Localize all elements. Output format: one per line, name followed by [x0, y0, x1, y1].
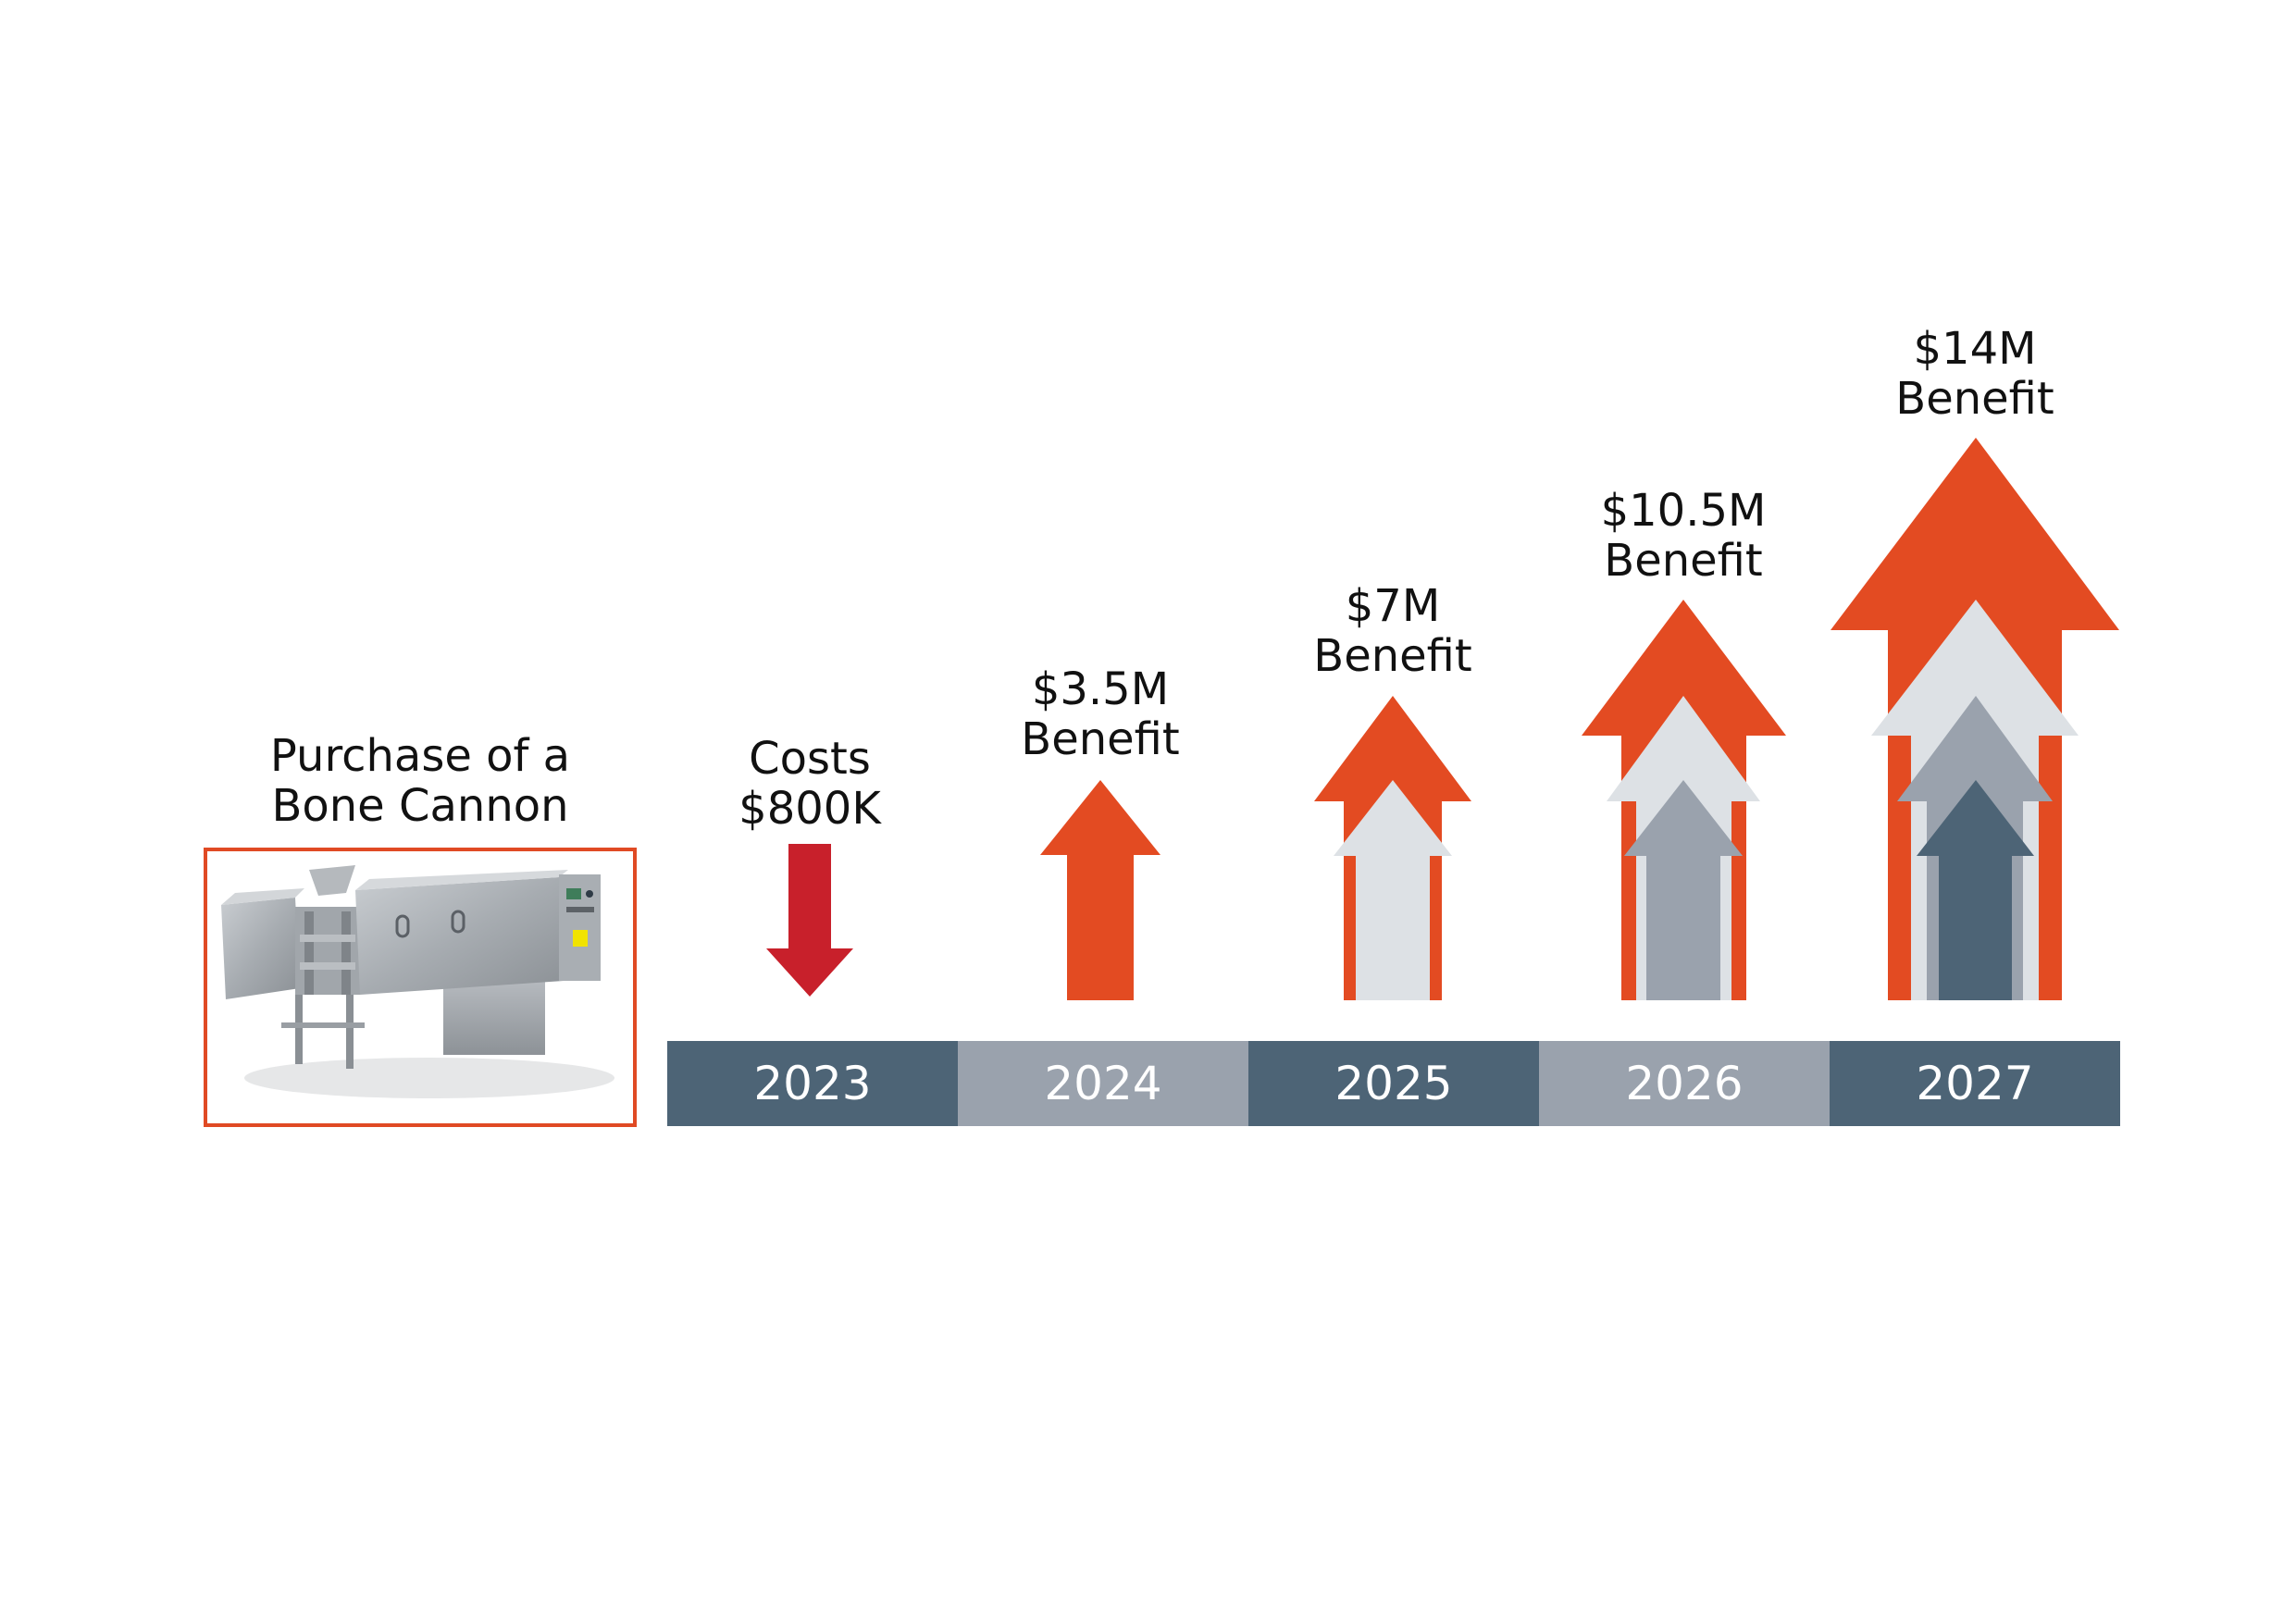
label-2024-line2: Benefit [1021, 713, 1180, 765]
year-bar-2023: 2023 [667, 1041, 958, 1126]
label-2026-line1: $10.5M [1600, 485, 1767, 537]
year-label-2026: 2026 [1625, 1057, 1744, 1110]
label-2025-line1: $7M [1345, 580, 1441, 632]
label-2024-line1: $3.5M [1031, 663, 1170, 715]
bone-cannon-machine-icon [221, 865, 614, 1098]
year-bar-2027: 2027 [1830, 1041, 2120, 1126]
benefit-arrow-2024-orange [1040, 780, 1160, 1000]
benefit-arrow-2027-darkslate [1917, 780, 2034, 1000]
label-2024: $3.5M Benefit [1021, 664, 1179, 764]
label-2025: $7M Benefit [1313, 581, 1471, 681]
label-2025-line2: Benefit [1313, 630, 1472, 682]
year-bar-2026: 2026 [1539, 1041, 1830, 1126]
label-2023-line1: Costs [749, 733, 871, 785]
label-2027-line2: Benefit [1895, 373, 2054, 425]
year-label-2027: 2027 [1916, 1057, 2034, 1110]
purchase-label-line2: Bone Cannon [271, 780, 569, 832]
label-2027-line1: $14M [1913, 323, 2037, 375]
year-bar-2025: 2025 [1248, 1041, 1539, 1126]
year-label-2023: 2023 [753, 1057, 872, 1110]
benefit-arrow-2025-lightgray [1334, 780, 1452, 1000]
label-2026: $10.5M Benefit [1601, 486, 1767, 586]
year-label-2024: 2024 [1044, 1057, 1162, 1110]
label-2027: $14M Benefit [1895, 324, 2054, 424]
year-bar-2024: 2024 [958, 1041, 1248, 1126]
purchase-label-line1: Purchase of a [269, 730, 571, 782]
cost-arrow-down [766, 844, 853, 997]
label-2023-line2: $800K [738, 783, 881, 835]
label-2023: Costs $800K [738, 734, 881, 834]
bone-cannon-image [204, 848, 637, 1127]
label-2026-line2: Benefit [1604, 535, 1763, 587]
year-label-2025: 2025 [1334, 1057, 1453, 1110]
benefit-arrow-2026-midgray [1624, 780, 1743, 1000]
purchase-label: Purchase of a Bone Cannon [270, 731, 570, 831]
